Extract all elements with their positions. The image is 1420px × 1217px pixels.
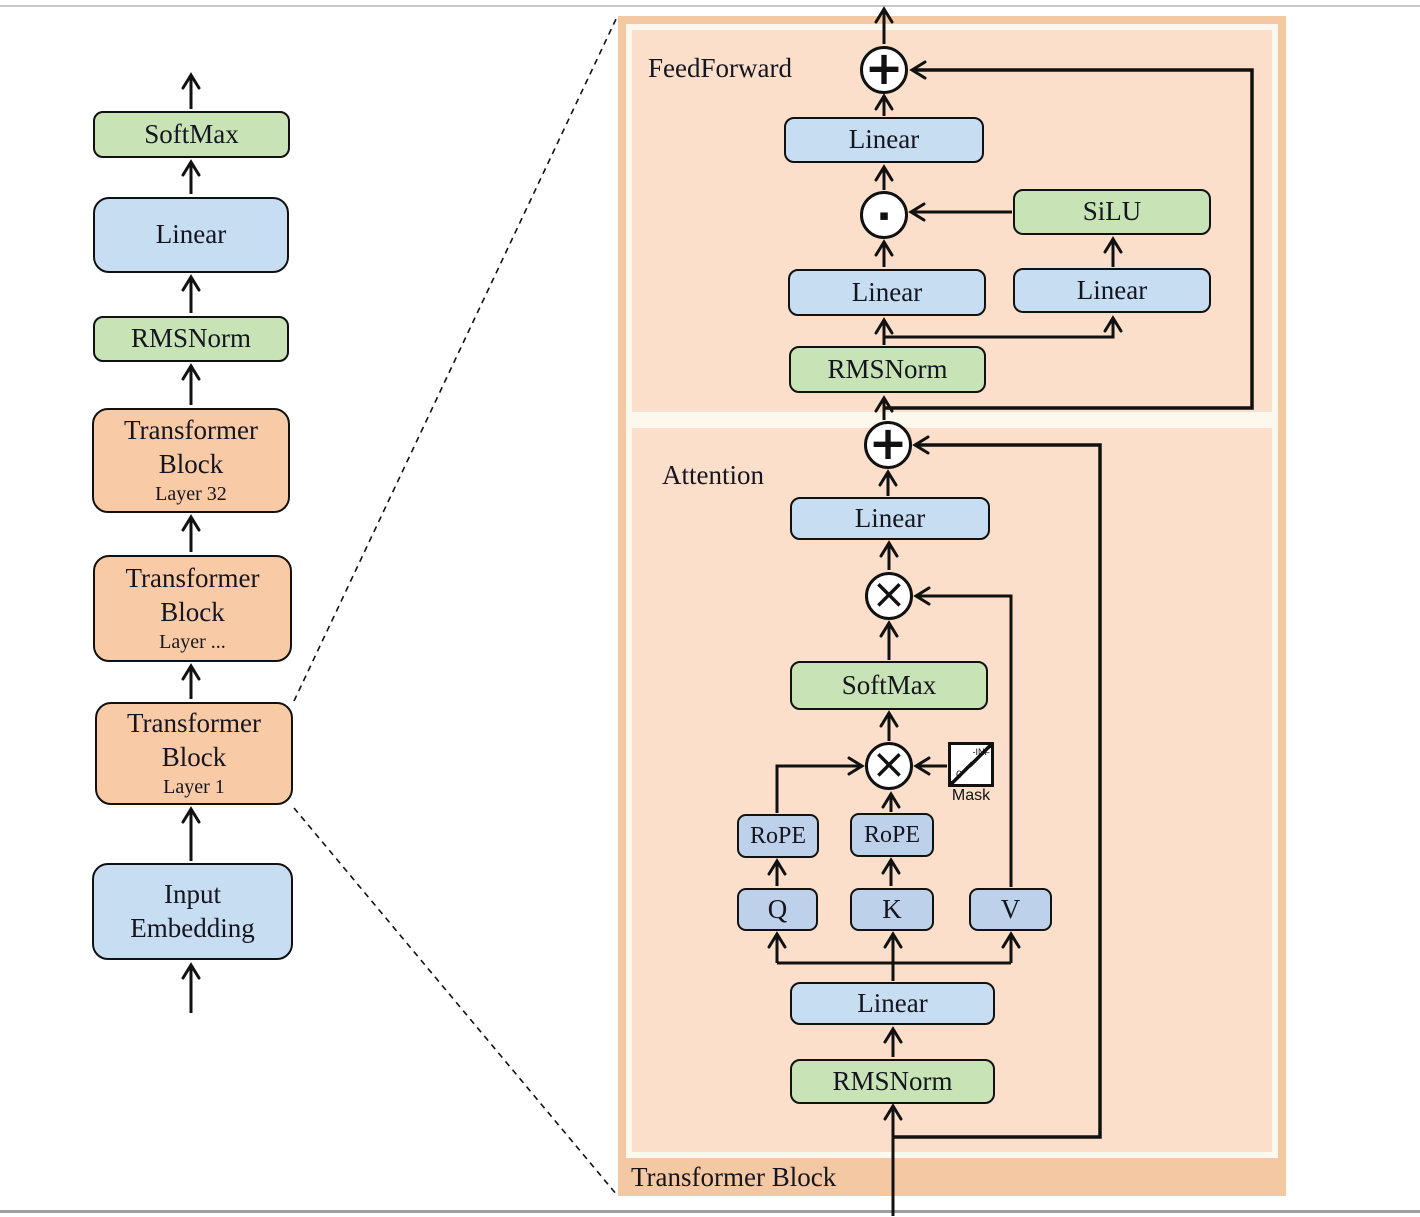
rope-k-box: RoPE [850, 813, 934, 857]
attn-linear-in-box: Linear [790, 982, 995, 1025]
attn-rmsnorm-box: RMSNorm [790, 1059, 995, 1104]
ff-linear-up-box: Linear [1013, 268, 1211, 313]
mask-zero-label: 0 [956, 769, 963, 781]
top-frame-line [0, 5, 1420, 7]
attn-residual-add-icon: + [864, 420, 912, 469]
attention-panel [632, 428, 1272, 1152]
left-linear-box: Linear [93, 197, 289, 273]
transformer-block-layer1: Transformer Block Layer 1 [95, 702, 293, 805]
mask-caption: Mask [951, 787, 991, 804]
left-rmsnorm-box: RMSNorm [93, 316, 289, 362]
ff-elementwise-product-icon: ▪ [860, 191, 908, 239]
transformer-block-layer32: Transformer Block Layer 32 [92, 408, 290, 513]
ff-silu-box: SiLU [1013, 189, 1211, 235]
mask-neg-inf-label: -INF [972, 747, 991, 757]
causal-mask-icon: -INF 0 [948, 742, 994, 787]
transformer-block-layer-dots: Transformer Block Layer ... [93, 555, 292, 662]
input-embedding-box: Input Embedding [92, 863, 293, 960]
ff-rmsnorm-box: RMSNorm [789, 346, 986, 393]
attention-title: Attention [662, 460, 764, 490]
ff-residual-add-icon: + [860, 45, 908, 94]
attn-value-matmul-icon: × [865, 572, 913, 620]
bottom-frame-line [0, 1210, 1420, 1213]
ff-linear-gate-box: Linear [788, 269, 986, 316]
v-box: V [969, 888, 1052, 931]
rope-q-box: RoPE [737, 814, 819, 858]
attn-linear-out-box: Linear [790, 497, 990, 540]
transformer-block-title: Transformer Block [631, 1162, 837, 1192]
k-box: K [850, 888, 934, 931]
feedforward-title: FeedForward [648, 53, 792, 83]
left-softmax-box: SoftMax [93, 111, 290, 158]
ff-linear-out-box: Linear [784, 117, 984, 163]
q-box: Q [737, 888, 818, 931]
attn-qk-matmul-icon: × [865, 742, 913, 790]
attn-softmax-box: SoftMax [790, 661, 988, 710]
